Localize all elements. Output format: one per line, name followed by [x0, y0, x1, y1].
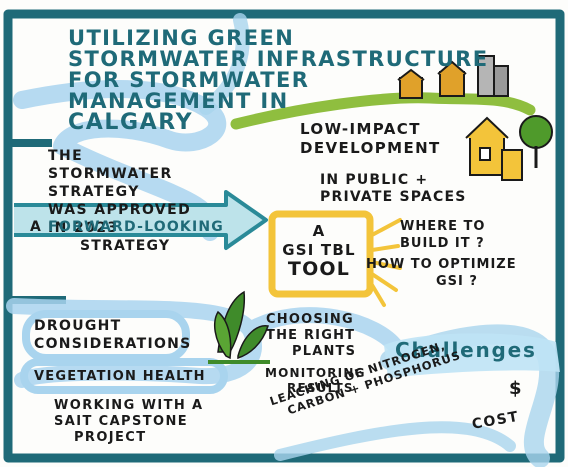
where-line-2: build it ?: [400, 236, 485, 251]
sait-project-label: Working with a SAIT Capstone project: [54, 398, 204, 446]
drought-line-1: Drought: [34, 318, 122, 334]
choosing-plants-label: Choosing the right plants: [266, 312, 356, 360]
strategy-line-1: The: [48, 148, 84, 164]
forward-strategy-label: A forward-looking strategy: [30, 218, 224, 256]
optimize-line-2: GSI ?: [436, 274, 478, 289]
how-to-optimize-label: How to optimize GSI ?: [366, 256, 517, 290]
drought-line-2: considerations: [34, 336, 192, 352]
plants-line-3: plants: [292, 344, 357, 359]
drought-label: Drought considerations: [34, 317, 192, 353]
title-line-3: for stormwater: [68, 68, 310, 92]
right-stream-lower: [274, 421, 516, 461]
plant-sketch: [208, 290, 270, 364]
forward-arrow: [14, 190, 268, 250]
tool-line-2: GSI TBL: [282, 241, 356, 259]
title-line-1: Utilizing green: [68, 26, 295, 50]
title-line-2: stormwater infrastructure: [68, 47, 489, 71]
strategy-line-3: strategy: [48, 184, 140, 200]
forward-prefix: A: [30, 219, 43, 235]
strategy-line-4: was approved: [48, 202, 192, 218]
sait-line-3: project: [74, 430, 147, 445]
houses-and-tree: [465, 115, 553, 181]
tool-rays: [370, 218, 402, 307]
tool-label: A GSI TBL Tool: [279, 222, 359, 279]
challenges-highlight: [384, 333, 560, 378]
title-line-5: Calgary: [68, 110, 194, 135]
title-line-4: management in: [68, 89, 289, 113]
optimize-line-1: How to optimize: [366, 257, 517, 272]
plants-line-2: the right: [266, 328, 356, 343]
sait-line-2: SAIT Capstone: [54, 414, 189, 429]
vegetation-bubble: [20, 358, 228, 394]
vegetation-label: Vegetation health: [34, 369, 206, 384]
challenges-label: Challenges: [395, 338, 537, 362]
skyline-buildings: [397, 55, 509, 99]
where-line-1: Where to: [400, 219, 486, 234]
plants-line-1: Choosing: [266, 312, 354, 327]
title-block: Utilizing green stormwater infrastructur…: [68, 28, 489, 112]
river-stream-top: [199, 13, 250, 115]
monitoring-line-1: Monitoring: [265, 366, 366, 380]
sait-line-1: Working with a: [54, 398, 204, 413]
low-impact-line-2: development: [300, 139, 441, 157]
low-impact-line-1: Low-impact: [300, 120, 421, 138]
strategy-line-5: in 2023: [48, 220, 119, 236]
forward-highlight: forward-looking: [48, 219, 224, 235]
forward-suffix: strategy: [80, 238, 171, 254]
low-impact-label: Low-impact development: [300, 120, 441, 158]
strategy-note: The stormwater strategy was approved in …: [48, 147, 191, 237]
tool-line-3: Tool: [287, 258, 351, 280]
public-private-line-2: private spaces: [320, 189, 467, 205]
monitoring-line-2: results: [287, 381, 354, 395]
strategy-line-2: stormwater: [48, 166, 173, 182]
monitoring-label: Monitoring results: [265, 366, 366, 396]
tool-line-1: A: [312, 222, 326, 240]
dollar-icon: $: [509, 378, 523, 399]
where-to-build-label: Where to build it ?: [400, 218, 485, 252]
tool-box: [268, 210, 374, 298]
public-private-line-1: In public +: [320, 172, 429, 188]
public-private-label: In public + private spaces: [320, 172, 467, 206]
